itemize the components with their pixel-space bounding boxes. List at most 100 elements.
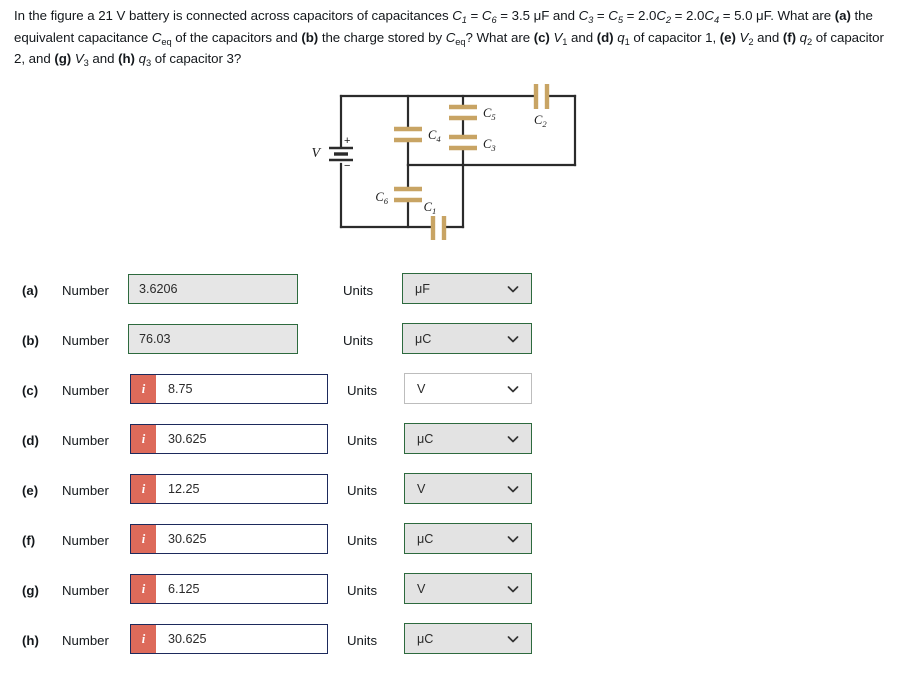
question-statement: In the figure a 21 V battery is connecte… [14,8,884,68]
units-value-c: V [417,381,426,396]
info-icon-e[interactable]: i [131,475,156,503]
row-tag-h: (h) [22,633,39,648]
units-label-a: Units [343,283,374,298]
number-value-c[interactable]: 8.75 [156,375,327,403]
number-value-b[interactable]: 76.03 [129,325,297,353]
info-icon-g[interactable]: i [131,575,156,603]
number-value-a[interactable]: 3.6206 [129,275,297,303]
capacitor-C6-symbol [394,186,422,203]
row-tag-c: (c) [22,383,39,398]
chevron-down-icon [507,433,519,445]
units-select-c[interactable]: V [404,373,532,404]
row-tag-b: (b) [22,333,39,348]
info-icon-d[interactable]: i [131,425,156,453]
symbol-q2: q2 [799,29,813,47]
units-value-a: μF [415,281,430,296]
battery-minus-sign: − [344,160,350,172]
coef-4: 2.0 [686,8,705,23]
answer-row-a: (a) Number 3.6206 Units μF [0,268,900,318]
number-field-b[interactable]: 76.03 [128,324,298,354]
number-value-e[interactable]: 12.25 [156,475,327,503]
chevron-down-icon [507,583,519,595]
part-tag-a: (a) [834,8,851,23]
symbol-q1: q1 [617,29,630,47]
row-tag-f: (f) [22,533,36,548]
capacitor-C2-symbol [533,84,550,109]
capacitor-C5-symbol [449,104,477,121]
number-field-d[interactable]: i 30.625 [130,424,328,454]
answer-row-g: (g) Number i 6.125 Units V [0,568,900,618]
capacitor-label-C4: C4 [428,128,441,144]
symbol-V1: V1 [553,29,568,47]
units-value-b: μC [415,331,432,346]
capacitor-label-C3: C3 [483,137,496,153]
chevron-down-icon [507,283,519,295]
units-value-g: V [417,581,426,596]
number-field-e[interactable]: i 12.25 [130,474,328,504]
part-tag-b: (b) [301,29,319,45]
number-value-h[interactable]: 30.625 [156,625,327,653]
units-select-d[interactable]: μC [404,423,532,454]
symbol-q3: q3 [138,51,152,68]
number-label-e: Number [62,483,109,498]
battery-label: V [311,146,321,161]
answer-row-h: (h) Number i 30.625 Units μC [0,618,900,668]
number-value-g[interactable]: 6.125 [156,575,327,603]
capacitance-value-1: = 3.5 μF and [496,8,579,23]
symbol-C6: C6 [481,8,497,25]
capacitor-label-C2: C2 [534,113,547,129]
capacitor-label-C1: C1 [424,200,437,216]
number-field-f[interactable]: i 30.625 [130,524,328,554]
number-label-b: Number [62,333,109,348]
capacitor-label-C5: C5 [483,106,496,122]
symbol-Ceq-2: Ceq [445,29,466,47]
row-tag-d: (d) [22,433,39,448]
units-select-b[interactable]: μC [402,323,532,354]
chevron-down-icon [507,533,519,545]
info-icon-f[interactable]: i [131,525,156,553]
info-icon-c[interactable]: i [131,375,156,403]
question-text-part: In the figure a 21 V battery is connecte… [14,8,453,23]
units-label-f: Units [347,533,378,548]
answer-row-d: (d) Number i 30.625 Units μC [0,418,900,468]
part-tag-h: (h) [118,51,135,66]
symbol-C3: C3 [578,8,594,25]
answer-rows: (a) Number 3.6206 Units μF (b) Number 76… [0,268,900,668]
number-label-c: Number [62,383,109,398]
units-select-f[interactable]: μC [404,523,532,554]
answer-row-b: (b) Number 76.03 Units μC [0,318,900,368]
number-value-d[interactable]: 30.625 [156,425,327,453]
units-select-a[interactable]: μF [402,273,532,304]
battery-plus-sign: + [344,135,350,147]
number-field-c[interactable]: i 8.75 [130,374,328,404]
units-value-e: V [417,481,426,496]
number-field-a[interactable]: 3.6206 [128,274,298,304]
units-label-c: Units [347,383,378,398]
units-label-g: Units [347,583,378,598]
units-select-e[interactable]: V [404,473,532,504]
capacitor-label-C6: C6 [375,190,388,206]
info-icon-h[interactable]: i [131,625,156,653]
symbol-C2: C2 [656,8,672,25]
symbol-C4: C4 [704,8,720,25]
part-tag-d: (d) [596,29,614,45]
row-tag-e: (e) [22,483,39,498]
chevron-down-icon [507,383,519,395]
capacitor-C4-symbol [394,126,422,143]
number-field-g[interactable]: i 6.125 [130,574,328,604]
part-tag-c: (c) [533,29,550,45]
units-select-g[interactable]: V [404,573,532,604]
number-field-h[interactable]: i 30.625 [130,624,328,654]
units-label-d: Units [347,433,378,448]
number-label-a: Number [62,283,109,298]
capacitor-C1-symbol [430,216,447,240]
answer-row-e: (e) Number i 12.25 Units V [0,468,900,518]
row-tag-g: (g) [22,583,39,598]
number-label-f: Number [62,533,109,548]
number-label-g: Number [62,583,109,598]
number-value-f[interactable]: 30.625 [156,525,327,553]
symbol-V2: V2 [739,29,754,47]
units-select-h[interactable]: μC [404,623,532,654]
symbol-Ceq: Ceq [151,29,172,47]
chevron-down-icon [507,633,519,645]
